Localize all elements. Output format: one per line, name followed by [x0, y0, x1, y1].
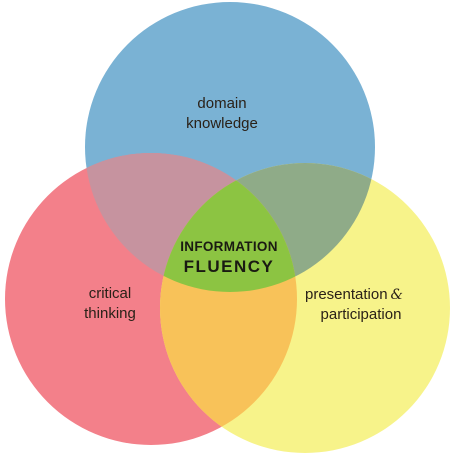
label-presentation-word: presentation: [305, 286, 388, 303]
center-label-line1: INFORMATION: [180, 239, 278, 254]
label-presentation-line1: presentation&: [305, 286, 403, 303]
label-presentation-ampersand: &: [391, 287, 403, 303]
label-critical-line1: critical: [89, 285, 132, 302]
overlap-center: [160, 163, 297, 292]
label-presentation-line2: participation: [321, 306, 402, 323]
label-domain-line1: domain: [197, 95, 246, 112]
center-label-line2: FLUENCY: [184, 257, 275, 276]
label-critical-line2: thinking: [84, 305, 136, 322]
label-domain-line2: knowledge: [186, 115, 258, 132]
